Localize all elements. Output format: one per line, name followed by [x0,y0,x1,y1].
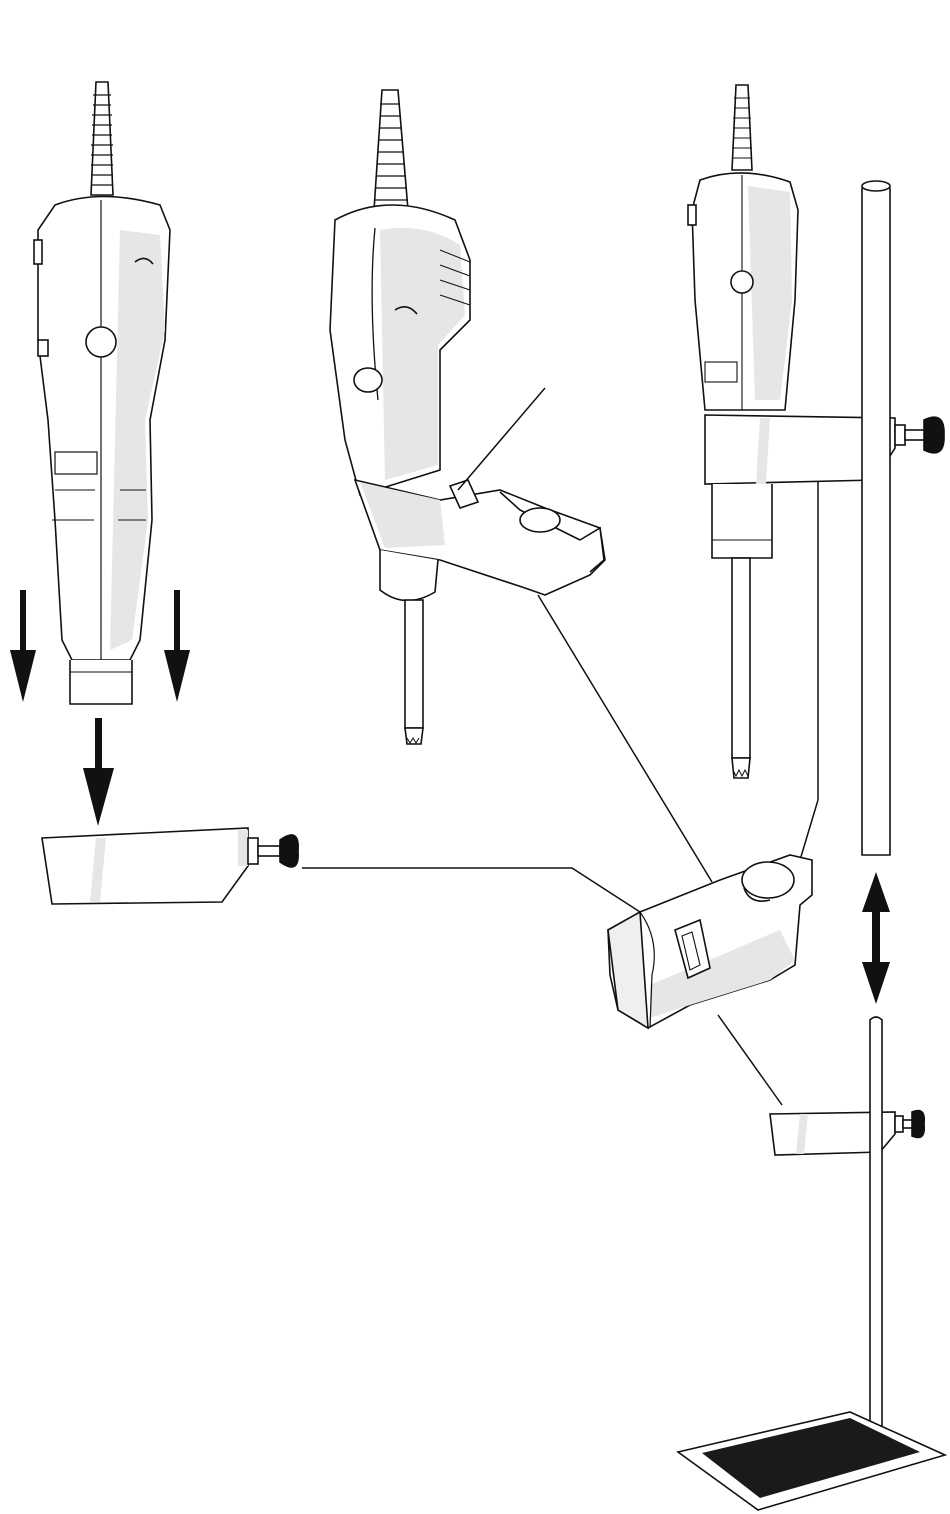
support-rod [862,181,890,855]
knob-icon [912,1111,924,1138]
leader-line-clip [458,388,545,490]
knob-icon [924,417,944,453]
leader-line-clip-detail [538,595,712,882]
cable-icon [732,85,752,170]
homogenizer-on-stand [688,85,944,778]
clamp-holder [42,828,298,904]
speed-dial-icon [354,368,382,392]
stand-lower-rod [870,1017,882,1430]
insert-arrow-right [164,590,190,702]
clamp-holder-small [770,1111,924,1156]
cable-icon [370,90,414,222]
height-adjust-arrow [862,872,890,1004]
homogenizer-front [34,82,170,704]
clip-insert [608,855,812,1028]
insert-arrow-center [83,718,114,826]
cable-icon [91,82,113,195]
homogenizer-angled-with-clip [330,90,605,744]
knob-icon [280,835,298,867]
leader-line-clamp [302,868,640,912]
stand-base [678,1412,945,1510]
speed-dial-icon [731,271,753,293]
insert-arrow-left [10,590,36,702]
speed-dial-icon [86,327,116,357]
leader-line-stand-bottom [718,1015,782,1105]
